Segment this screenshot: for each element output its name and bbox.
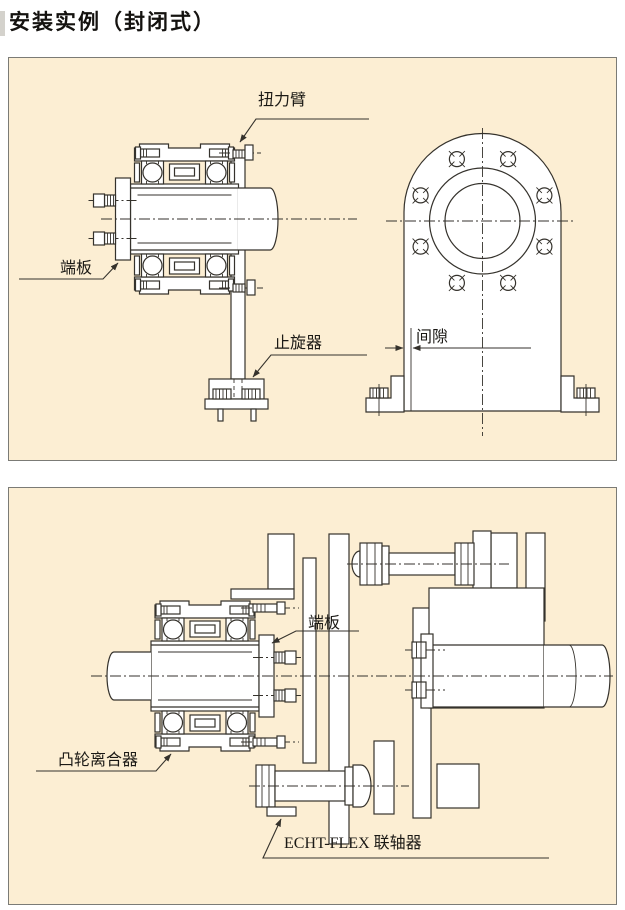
coupling-back-plates — [230, 530, 546, 845]
clearance-label: 间隙 — [416, 328, 448, 346]
torque-arm-label: 扭力臂 — [258, 91, 306, 109]
front-view — [365, 128, 600, 436]
rotation-stopper-label: 止旋器 — [274, 334, 322, 352]
cam-clutch-leader — [36, 753, 172, 772]
coupling-label: ECHT-FLEX 联轴器 — [284, 834, 422, 852]
cam-clutch-label: 凸轮离合器 — [58, 751, 138, 769]
bracket-vertical — [267, 533, 295, 590]
membrane-plate-left — [302, 557, 317, 764]
coupling-bolt-top — [347, 542, 509, 586]
page-header: 安装实例（封闭式） — [0, 0, 625, 57]
cap-bolt-top-right — [241, 601, 299, 615]
top-panel: 扭力臂 端板 止旋器 间隙 — [8, 57, 617, 461]
cap-bolt-bottom-right — [241, 735, 299, 749]
coupling-foot-tab — [266, 806, 297, 817]
rotation-stopper-leader — [252, 354, 367, 378]
hub-top-arm — [490, 532, 518, 589]
foot-bracket-right — [560, 375, 600, 416]
flange-disc — [328, 533, 350, 845]
side-view — [89, 144, 357, 422]
lower-plate — [373, 740, 395, 815]
rotation-stopper — [204, 378, 269, 422]
end-plate-label: 端板 — [60, 259, 92, 277]
torque-arm-leader — [239, 118, 369, 143]
end-plate-leader — [19, 262, 119, 280]
bottom-panel: 端板 凸轮离合器 ECHT-FLEX 联轴器 — [8, 487, 617, 905]
torque-arm-bolt-top — [219, 144, 261, 161]
end-plate-leader — [271, 630, 359, 644]
coupling-bolt-bottom — [249, 764, 409, 817]
bottom-panel-drawing: 端板 凸轮离合器 ECHT-FLEX 联轴器 — [36, 530, 613, 859]
page-title: 安装实例（封闭式） — [9, 10, 216, 34]
title-bullet — [0, 11, 5, 36]
lower-right-block — [436, 763, 480, 809]
foot-bracket-left — [365, 375, 405, 416]
end-plate-label: 端板 — [308, 614, 340, 632]
torque-arm-bolt-bottom — [219, 279, 263, 296]
right-hub — [405, 587, 611, 709]
bracket-foot — [230, 588, 295, 600]
top-panel-drawing: 扭力臂 端板 止旋器 间隙 — [19, 91, 600, 436]
coupling-leader — [262, 818, 549, 859]
